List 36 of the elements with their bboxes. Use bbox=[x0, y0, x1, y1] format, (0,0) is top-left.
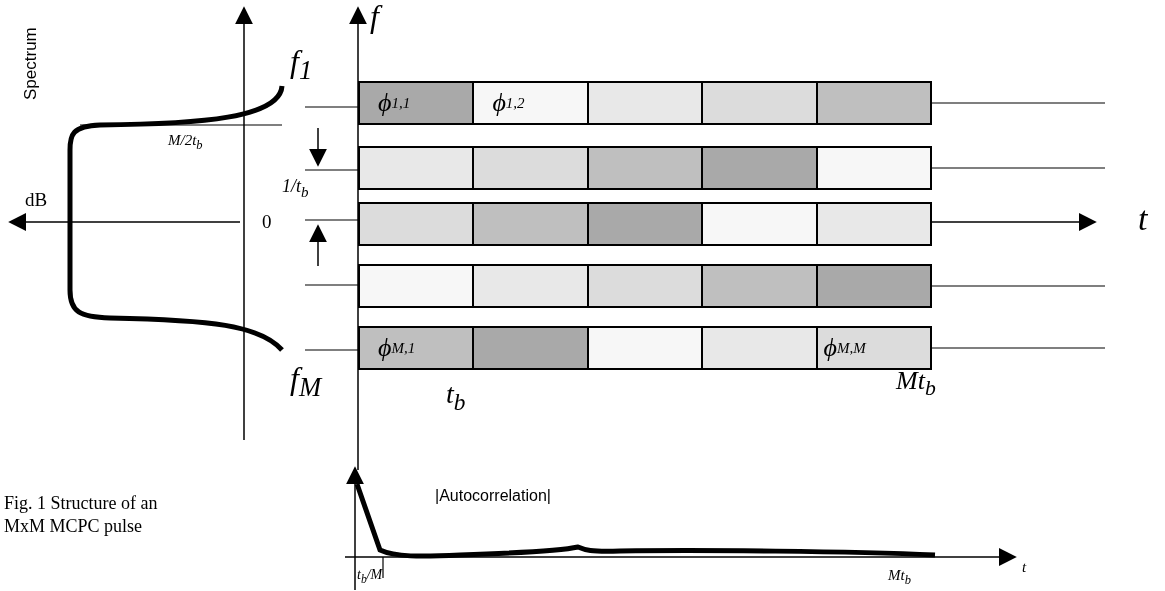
code-chip bbox=[358, 202, 475, 246]
code-chip bbox=[472, 326, 589, 370]
tick-label: Mt$_{b}$ bbox=[888, 568, 911, 587]
figure-caption: Fig. 1 Structure of an MxM MCPC pulse bbox=[4, 492, 159, 539]
tick-label: t$_{b}$/M bbox=[357, 568, 383, 586]
frequency-label: f$_{M}$ bbox=[290, 362, 322, 402]
code-chip bbox=[815, 146, 932, 190]
code-chip bbox=[815, 81, 932, 125]
code-chip bbox=[701, 81, 818, 125]
tick-label: 0 bbox=[262, 212, 272, 231]
code-chip bbox=[815, 264, 932, 308]
code-chip bbox=[358, 264, 475, 308]
frequency-tick-label: M/2t$_{b}$ bbox=[168, 133, 203, 152]
code-chip bbox=[586, 326, 704, 370]
spectrum-axis-title: Spectrum bbox=[22, 27, 39, 100]
code-chip bbox=[815, 202, 932, 246]
code-chip bbox=[586, 202, 704, 246]
spacing-label: 1/t$_{b}$ bbox=[282, 177, 309, 200]
code-chip bbox=[701, 146, 818, 190]
axis-label: t bbox=[1022, 560, 1027, 575]
frequency-label: f$_{1}$ bbox=[290, 45, 313, 85]
time-label: t$_{b}$ bbox=[446, 380, 466, 414]
code-chip bbox=[358, 146, 475, 190]
code-chip bbox=[701, 326, 818, 370]
code-chip bbox=[472, 264, 589, 308]
code-chip bbox=[701, 202, 818, 246]
code-chip bbox=[586, 81, 704, 125]
code-chip bbox=[472, 202, 589, 246]
code-chip bbox=[586, 146, 704, 190]
plot-title: |Autocorrelation| bbox=[435, 488, 551, 504]
code-chip bbox=[701, 264, 818, 308]
unit-label: dB bbox=[25, 190, 48, 209]
axis-label: t bbox=[1138, 202, 1148, 236]
time-label: Mt$_{b}$ bbox=[896, 368, 936, 400]
code-chip bbox=[472, 146, 589, 190]
code-chip bbox=[586, 264, 704, 308]
